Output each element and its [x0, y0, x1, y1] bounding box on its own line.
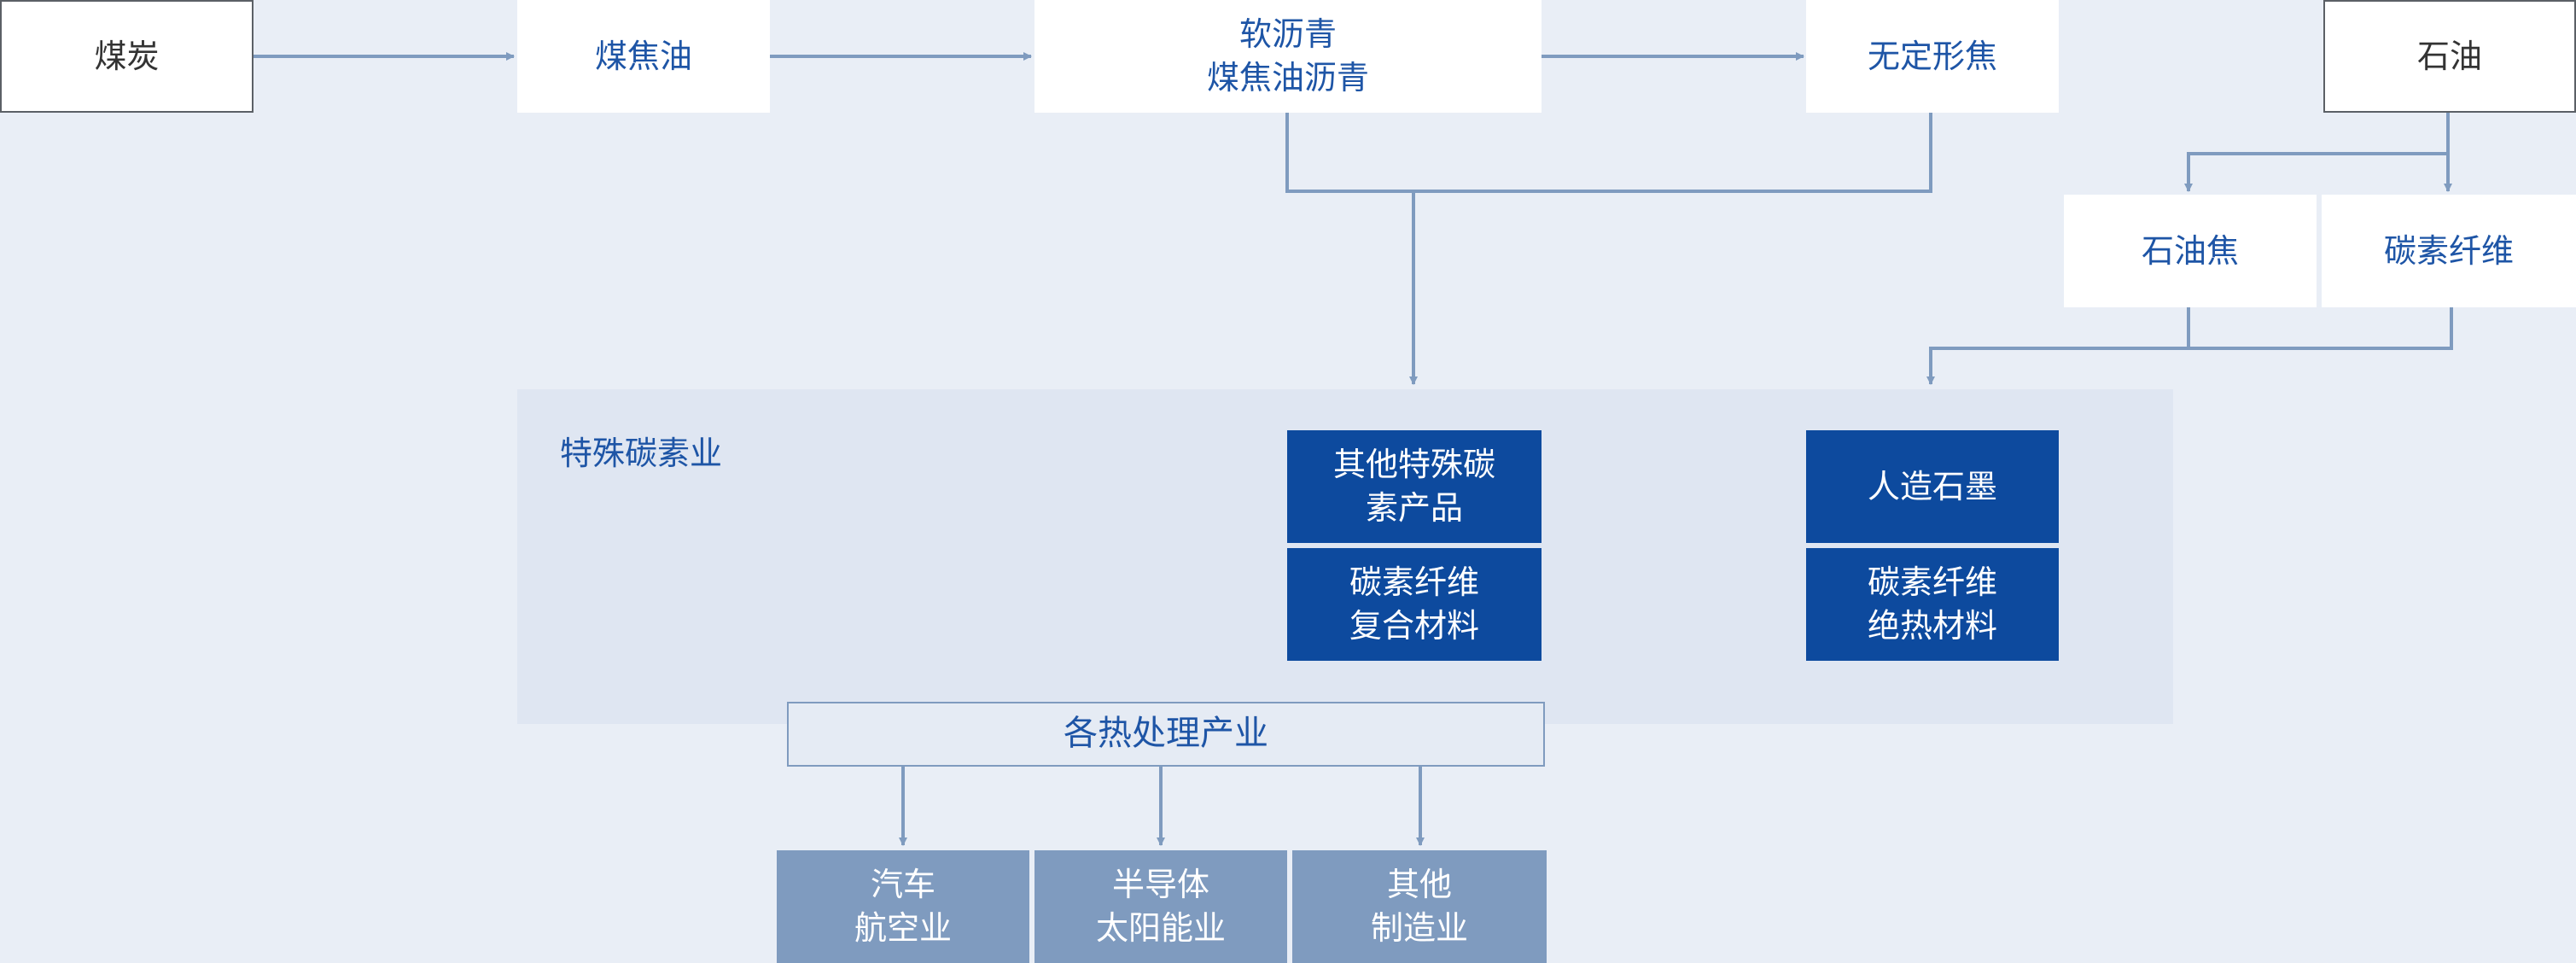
- semi-solar-label: 半导体 太阳能业: [1095, 866, 1226, 947]
- other-mfg-box: 其他 制造业: [1292, 850, 1547, 963]
- heat-treatment-label: 各热处理产业: [1064, 714, 1268, 754]
- cf-insulation-label: 碳素纤维 绝热材料: [1867, 563, 1997, 645]
- oil-box: 石油: [2323, 0, 2576, 113]
- connector-petro-cf-merge: [2187, 307, 2453, 350]
- coal-box: 煤炭: [0, 0, 254, 113]
- other-mfg-label: 其他 制造业: [1370, 866, 1468, 947]
- artificial-graphite-box: 人造石墨: [1806, 430, 2059, 543]
- petroleum-coke-box: 石油焦: [2064, 195, 2317, 307]
- special-carbon-industry-label: 特殊碳素业: [560, 435, 723, 472]
- artificial-graphite-label: 人造石墨: [1867, 467, 1997, 505]
- coal-tar-label: 煤焦油: [594, 37, 692, 75]
- pitch-label: 软沥青 煤焦油沥青: [1206, 15, 1369, 96]
- auto-aero-label: 汽车 航空业: [854, 866, 952, 947]
- amorphous-coke-box: 无定形焦: [1806, 0, 2059, 113]
- coal-tar-box: 煤焦油: [517, 0, 770, 113]
- semi-solar-box: 半导体 太阳能业: [1034, 850, 1287, 963]
- carbon-fiber-box: 碳素纤维: [2322, 195, 2576, 307]
- amorphous-coke-label: 无定形焦: [1867, 37, 1997, 75]
- petroleum-coke-label: 石油焦: [2141, 231, 2239, 270]
- oil-label: 石油: [2416, 37, 2482, 75]
- cf-insulation-box: 碳素纤维 绝热材料: [1806, 548, 2059, 661]
- coal-label: 煤炭: [94, 37, 160, 75]
- heat-treatment-box: 各热处理产业: [787, 702, 1545, 767]
- cf-composite-label: 碳素纤维 复合材料: [1349, 563, 1479, 645]
- carbon-fiber-label: 碳素纤维: [2383, 231, 2514, 270]
- other-special-carbon-label: 其他特殊碳 素产品: [1332, 446, 1495, 527]
- connector-pitch-coke-merge: [1285, 113, 1932, 193]
- other-special-carbon-box: 其他特殊碳 素产品: [1287, 430, 1542, 543]
- pitch-box: 软沥青 煤焦油沥青: [1034, 0, 1542, 113]
- auto-aero-box: 汽车 航空业: [777, 850, 1029, 963]
- arrow-to-artificial-graphite: [1926, 347, 2188, 385]
- cf-composite-box: 碳素纤维 复合材料: [1287, 548, 1542, 661]
- arrow-oil-to-petroleum-coke: [2184, 152, 2448, 192]
